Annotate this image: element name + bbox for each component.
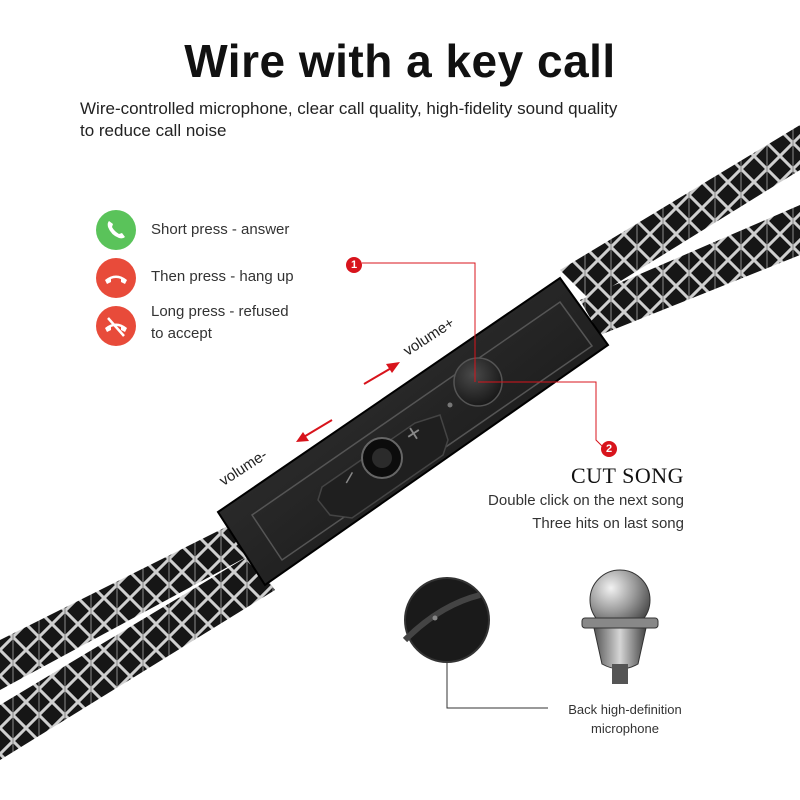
braided-cable (0, 125, 800, 760)
mic-callout-line (446, 662, 548, 709)
refuse-label-line-1: Long press - refused (151, 303, 289, 320)
microphone-label-line-2: microphone (591, 721, 659, 736)
refuse-label: Long press - refused to accept (151, 301, 289, 345)
microphone-label: Back high-definition microphone (545, 700, 705, 738)
volume-rocker[interactable] (317, 414, 449, 519)
callout-lines (362, 262, 604, 448)
refuse-label-line-2: to accept (151, 325, 212, 342)
phone-answer-icon (96, 210, 136, 250)
back-microphone-detail (402, 577, 490, 663)
callout-2-badge: 2 (601, 441, 617, 457)
cut-song-line-1: Double click on the next song (488, 492, 684, 509)
page-subtitle: Wire-controlled microphone, clear call q… (80, 98, 720, 142)
subtitle-line-2: to reduce call noise (80, 121, 227, 140)
phone-refuse-icon (96, 306, 136, 346)
volume-down-arrow (296, 419, 333, 442)
hangup-label: Then press - hang up (151, 268, 294, 285)
mic-hole (447, 402, 453, 408)
cut-song-line-2: Three hits on last song (532, 515, 684, 532)
volume-up-arrow (363, 362, 400, 385)
phone-hangup-icon (96, 258, 136, 298)
callout-1-badge: 1 (346, 257, 362, 273)
cut-song-title: CUT SONG (570, 463, 684, 488)
microphone-label-line-1: Back high-definition (568, 702, 682, 717)
answer-label: Short press - answer (151, 221, 290, 238)
subtitle-line-1: Wire-controlled microphone, clear call q… (80, 99, 618, 118)
microphone-icon (581, 569, 659, 684)
page-title: Wire with a key call (184, 35, 616, 87)
